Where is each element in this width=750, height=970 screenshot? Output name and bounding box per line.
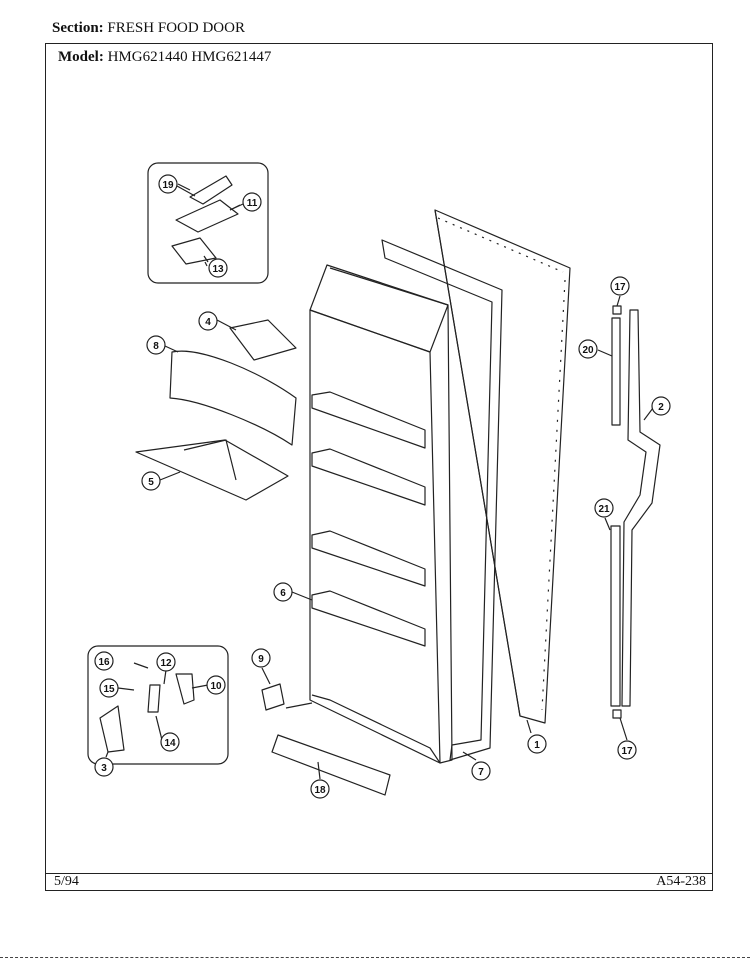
svg-text:12: 12 — [160, 658, 172, 669]
callout-8: 8 — [146, 335, 166, 355]
svg-text:19: 19 — [162, 180, 174, 191]
part-13-shape — [171, 237, 217, 265]
part-19-shape — [189, 175, 233, 205]
svg-text:8: 8 — [153, 341, 159, 352]
part-3-shape — [99, 705, 125, 753]
part-20-shape — [611, 317, 621, 426]
callout-14: 14 — [160, 732, 180, 752]
callout-20: 20 — [578, 339, 598, 359]
callout-11: 11 — [242, 192, 262, 212]
part-18-shape — [271, 734, 391, 796]
callout-15: 15 — [99, 678, 119, 698]
model-label: Model: — [58, 49, 104, 65]
callout-10: 10 — [206, 675, 226, 695]
callout-7: 7 — [471, 761, 491, 781]
callout-18: 18 — [310, 779, 330, 799]
part-12-shape — [147, 684, 161, 713]
section-label: Section: — [52, 20, 104, 36]
liner-shelf-1 — [311, 391, 426, 449]
page-edge-dash — [0, 957, 750, 958]
svg-text:7: 7 — [478, 767, 484, 778]
callout-3: 3 — [94, 757, 114, 777]
svg-text:1: 1 — [534, 740, 540, 751]
inset-hinge-box-lower — [87, 645, 229, 765]
section-value: FRESH FOOD DOOR — [107, 20, 245, 36]
part-10-shape — [175, 673, 195, 705]
diagram-frame — [45, 43, 713, 891]
callout-9: 9 — [251, 648, 271, 668]
svg-text:9: 9 — [258, 654, 264, 665]
svg-text:4: 4 — [205, 317, 211, 328]
svg-text:13: 13 — [212, 264, 224, 275]
svg-text:3: 3 — [101, 763, 107, 774]
part-9-shape — [261, 683, 285, 711]
callout-2: 2 — [651, 396, 671, 416]
callout-5: 5 — [141, 471, 161, 491]
part-2-shape — [621, 309, 661, 707]
part-17-bottom-shape — [612, 709, 622, 719]
liner-top — [309, 264, 449, 353]
model-title: Model: HMG621440 HMG621447 — [58, 49, 271, 66]
callout-17-top: 17 — [610, 276, 630, 296]
callout-13: 13 — [208, 258, 228, 278]
footer-date: 5/94 — [54, 874, 79, 889]
inset-hinge-box — [147, 162, 269, 284]
liner-shelf-4 — [311, 590, 426, 647]
part-17-top-shape — [612, 305, 622, 315]
callout-1: 1 — [527, 734, 547, 754]
svg-text:17: 17 — [614, 282, 626, 293]
svg-text:16: 16 — [98, 657, 110, 668]
section-title: Section: FRESH FOOD DOOR — [52, 20, 245, 37]
model-value: HMG621440 HMG621447 — [107, 49, 272, 65]
svg-text:10: 10 — [210, 681, 222, 692]
door-gasket — [381, 239, 503, 761]
callout-12: 12 — [156, 652, 176, 672]
callout-19: 19 — [158, 174, 178, 194]
callout-6: 6 — [273, 582, 293, 602]
svg-text:17: 17 — [621, 746, 633, 757]
part-11-shape — [175, 199, 239, 233]
part-8-shape — [169, 350, 297, 446]
svg-text:20: 20 — [582, 345, 594, 356]
callout-group: 19 11 13 4 8 5 6 9 — [94, 174, 671, 799]
liner-shelf-2 — [311, 448, 426, 506]
callout-17-bottom: 17 — [617, 740, 637, 760]
footer-code: A54-238 — [656, 874, 706, 889]
part-4-shape — [229, 319, 297, 361]
callout-16: 16 — [94, 651, 114, 671]
liner-body — [309, 309, 441, 764]
callout-4: 4 — [198, 311, 218, 331]
svg-text:5: 5 — [148, 477, 154, 488]
callout-21: 21 — [594, 498, 614, 518]
footer-divider — [45, 873, 713, 874]
svg-text:21: 21 — [598, 504, 610, 515]
part-5-shape — [135, 439, 289, 501]
svg-text:14: 14 — [164, 738, 176, 749]
svg-text:6: 6 — [280, 588, 286, 599]
svg-text:11: 11 — [247, 198, 258, 209]
svg-text:15: 15 — [103, 684, 115, 695]
svg-text:2: 2 — [658, 402, 664, 413]
part-21-shape — [610, 525, 621, 707]
svg-text:18: 18 — [314, 785, 326, 796]
liner-shelf-3 — [311, 530, 426, 587]
